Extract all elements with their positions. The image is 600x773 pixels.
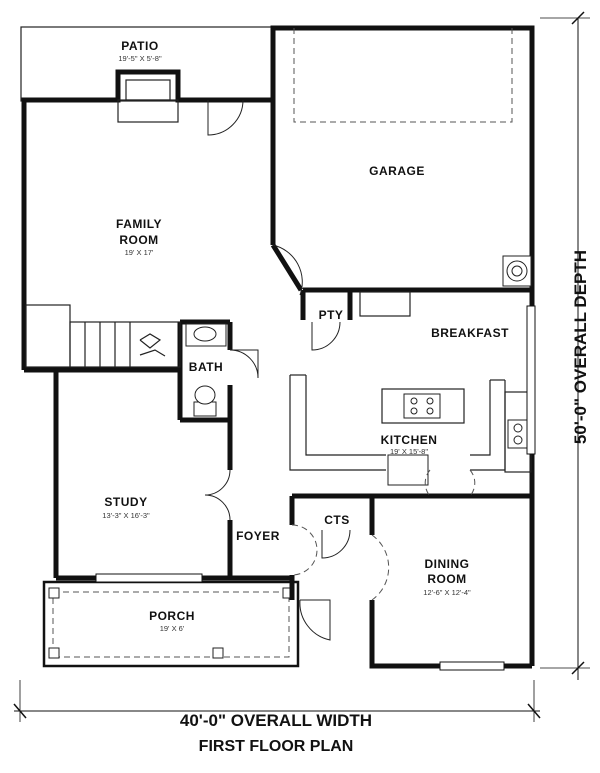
porch-size: 19' X 6' xyxy=(160,624,185,633)
study-label: STUDY xyxy=(104,495,147,509)
garage-door xyxy=(293,28,513,123)
kitchen-size: 19' X 15'-8" xyxy=(390,447,428,456)
depth-dimension-line xyxy=(540,11,590,680)
water-heater xyxy=(502,255,532,287)
kitchen-counters xyxy=(289,291,532,486)
overall-width-label: 40'-0" OVERALL WIDTH xyxy=(180,711,372,730)
bath-label: BATH xyxy=(189,360,223,374)
porch-column xyxy=(48,647,60,659)
porch-column xyxy=(48,587,60,599)
toilet-icon xyxy=(194,385,216,405)
fireplace xyxy=(117,79,179,123)
overall-depth-label: 50'-0" OVERALL DEPTH xyxy=(571,250,590,444)
patio-label: PATIO xyxy=(121,39,158,53)
family-room-size: 19' X 17' xyxy=(125,248,154,257)
width-dimension-line xyxy=(13,680,541,722)
porch-column xyxy=(212,647,224,659)
family-room-label-2: ROOM xyxy=(119,233,158,247)
study-size: 13'-3" X 16'-3" xyxy=(102,511,150,520)
porch-label: PORCH xyxy=(149,609,195,623)
staircase xyxy=(25,304,181,368)
kitchen-island xyxy=(381,388,465,424)
breakfast-label: BREAKFAST xyxy=(431,326,509,340)
cooktop-icon xyxy=(403,393,441,419)
patio-size: 19'-5" X 5'-8" xyxy=(118,54,162,63)
pantry-label: PTY xyxy=(319,308,344,322)
foyer-label: FOYER xyxy=(236,529,280,543)
doors xyxy=(204,99,476,641)
plan-caption: FIRST FLOOR PLAN xyxy=(199,738,354,755)
bath-fixtures xyxy=(185,323,227,417)
closet-label: CTS xyxy=(324,513,350,527)
garage-label: GARAGE xyxy=(369,164,425,178)
interior-walls xyxy=(56,287,532,666)
kitchen-label: KITCHEN xyxy=(381,433,438,447)
dining-room-size: 12'-6" X 12'-4" xyxy=(423,588,471,597)
dining-room-label-2: ROOM xyxy=(427,572,466,586)
family-room-label: FAMILY xyxy=(116,217,162,231)
sink-icon xyxy=(193,326,217,342)
windows xyxy=(95,305,536,671)
dining-room-label: DINING xyxy=(425,557,470,571)
